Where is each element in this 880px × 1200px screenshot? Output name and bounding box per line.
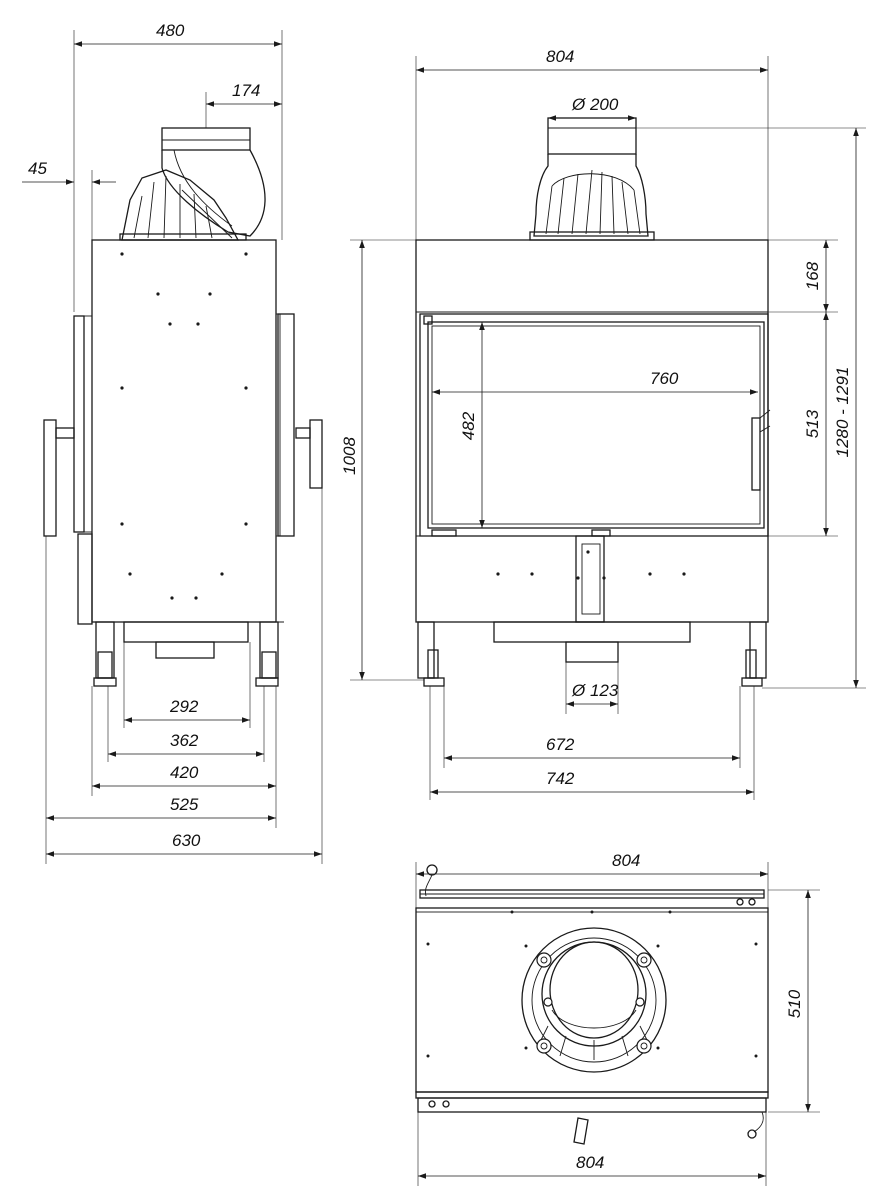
front-lower xyxy=(416,535,768,663)
side-dimensions: 480 174 45 292 362 420 xyxy=(22,21,323,864)
side-body-bolts xyxy=(120,252,248,600)
dim-front-glass-513: 513 xyxy=(803,409,822,438)
dim-top-width-804: 804 xyxy=(612,851,640,870)
side-right-panel xyxy=(275,313,323,537)
dim-side-292: 292 xyxy=(169,697,199,716)
dim-side-420: 420 xyxy=(170,763,199,782)
side-flue-elbow xyxy=(119,127,266,241)
front-dimensions: 804 Ø 200 1008 168 513 1280 - 1291 xyxy=(340,47,866,800)
dim-front-top-168: 168 xyxy=(803,261,822,290)
front-view: 804 Ø 200 1008 168 513 1280 - 1291 xyxy=(340,47,866,800)
dim-side-wall-gap-45: 45 xyxy=(28,159,47,178)
top-body xyxy=(415,907,769,1093)
top-dimensions: 804 510 804 xyxy=(415,851,820,1186)
dim-side-362: 362 xyxy=(170,731,199,750)
dim-side-flue-offset-174: 174 xyxy=(232,81,260,100)
front-flue xyxy=(529,117,655,241)
dim-side-630: 630 xyxy=(172,831,201,850)
dim-side-depth-480: 480 xyxy=(156,21,185,40)
top-flue-ring xyxy=(521,927,667,1073)
dim-front-flue-diameter: Ø 200 xyxy=(571,95,619,114)
dim-side-525: 525 xyxy=(170,795,199,814)
dim-front-legs-672: 672 xyxy=(546,735,575,754)
dim-front-height-1008: 1008 xyxy=(340,437,359,475)
top-body-bolts xyxy=(426,910,758,1058)
side-left-panel xyxy=(43,315,93,625)
dim-front-install-height: 1280 - 1291 xyxy=(833,367,852,458)
dim-top-width-bottom-804: 804 xyxy=(576,1153,604,1172)
dim-front-legs-742: 742 xyxy=(546,769,575,788)
dim-front-air-inlet: Ø 123 xyxy=(571,681,619,700)
dim-front-opening-482: 482 xyxy=(459,411,478,440)
side-view: 480 174 45 292 362 420 xyxy=(22,21,323,864)
dim-front-glass-760: 760 xyxy=(650,369,679,388)
dim-top-depth-510: 510 xyxy=(785,989,804,1018)
side-legs xyxy=(93,621,279,687)
front-legs xyxy=(417,621,767,687)
side-body xyxy=(91,239,277,623)
dim-front-width-804: 804 xyxy=(546,47,574,66)
top-view: 804 510 804 xyxy=(415,851,820,1186)
